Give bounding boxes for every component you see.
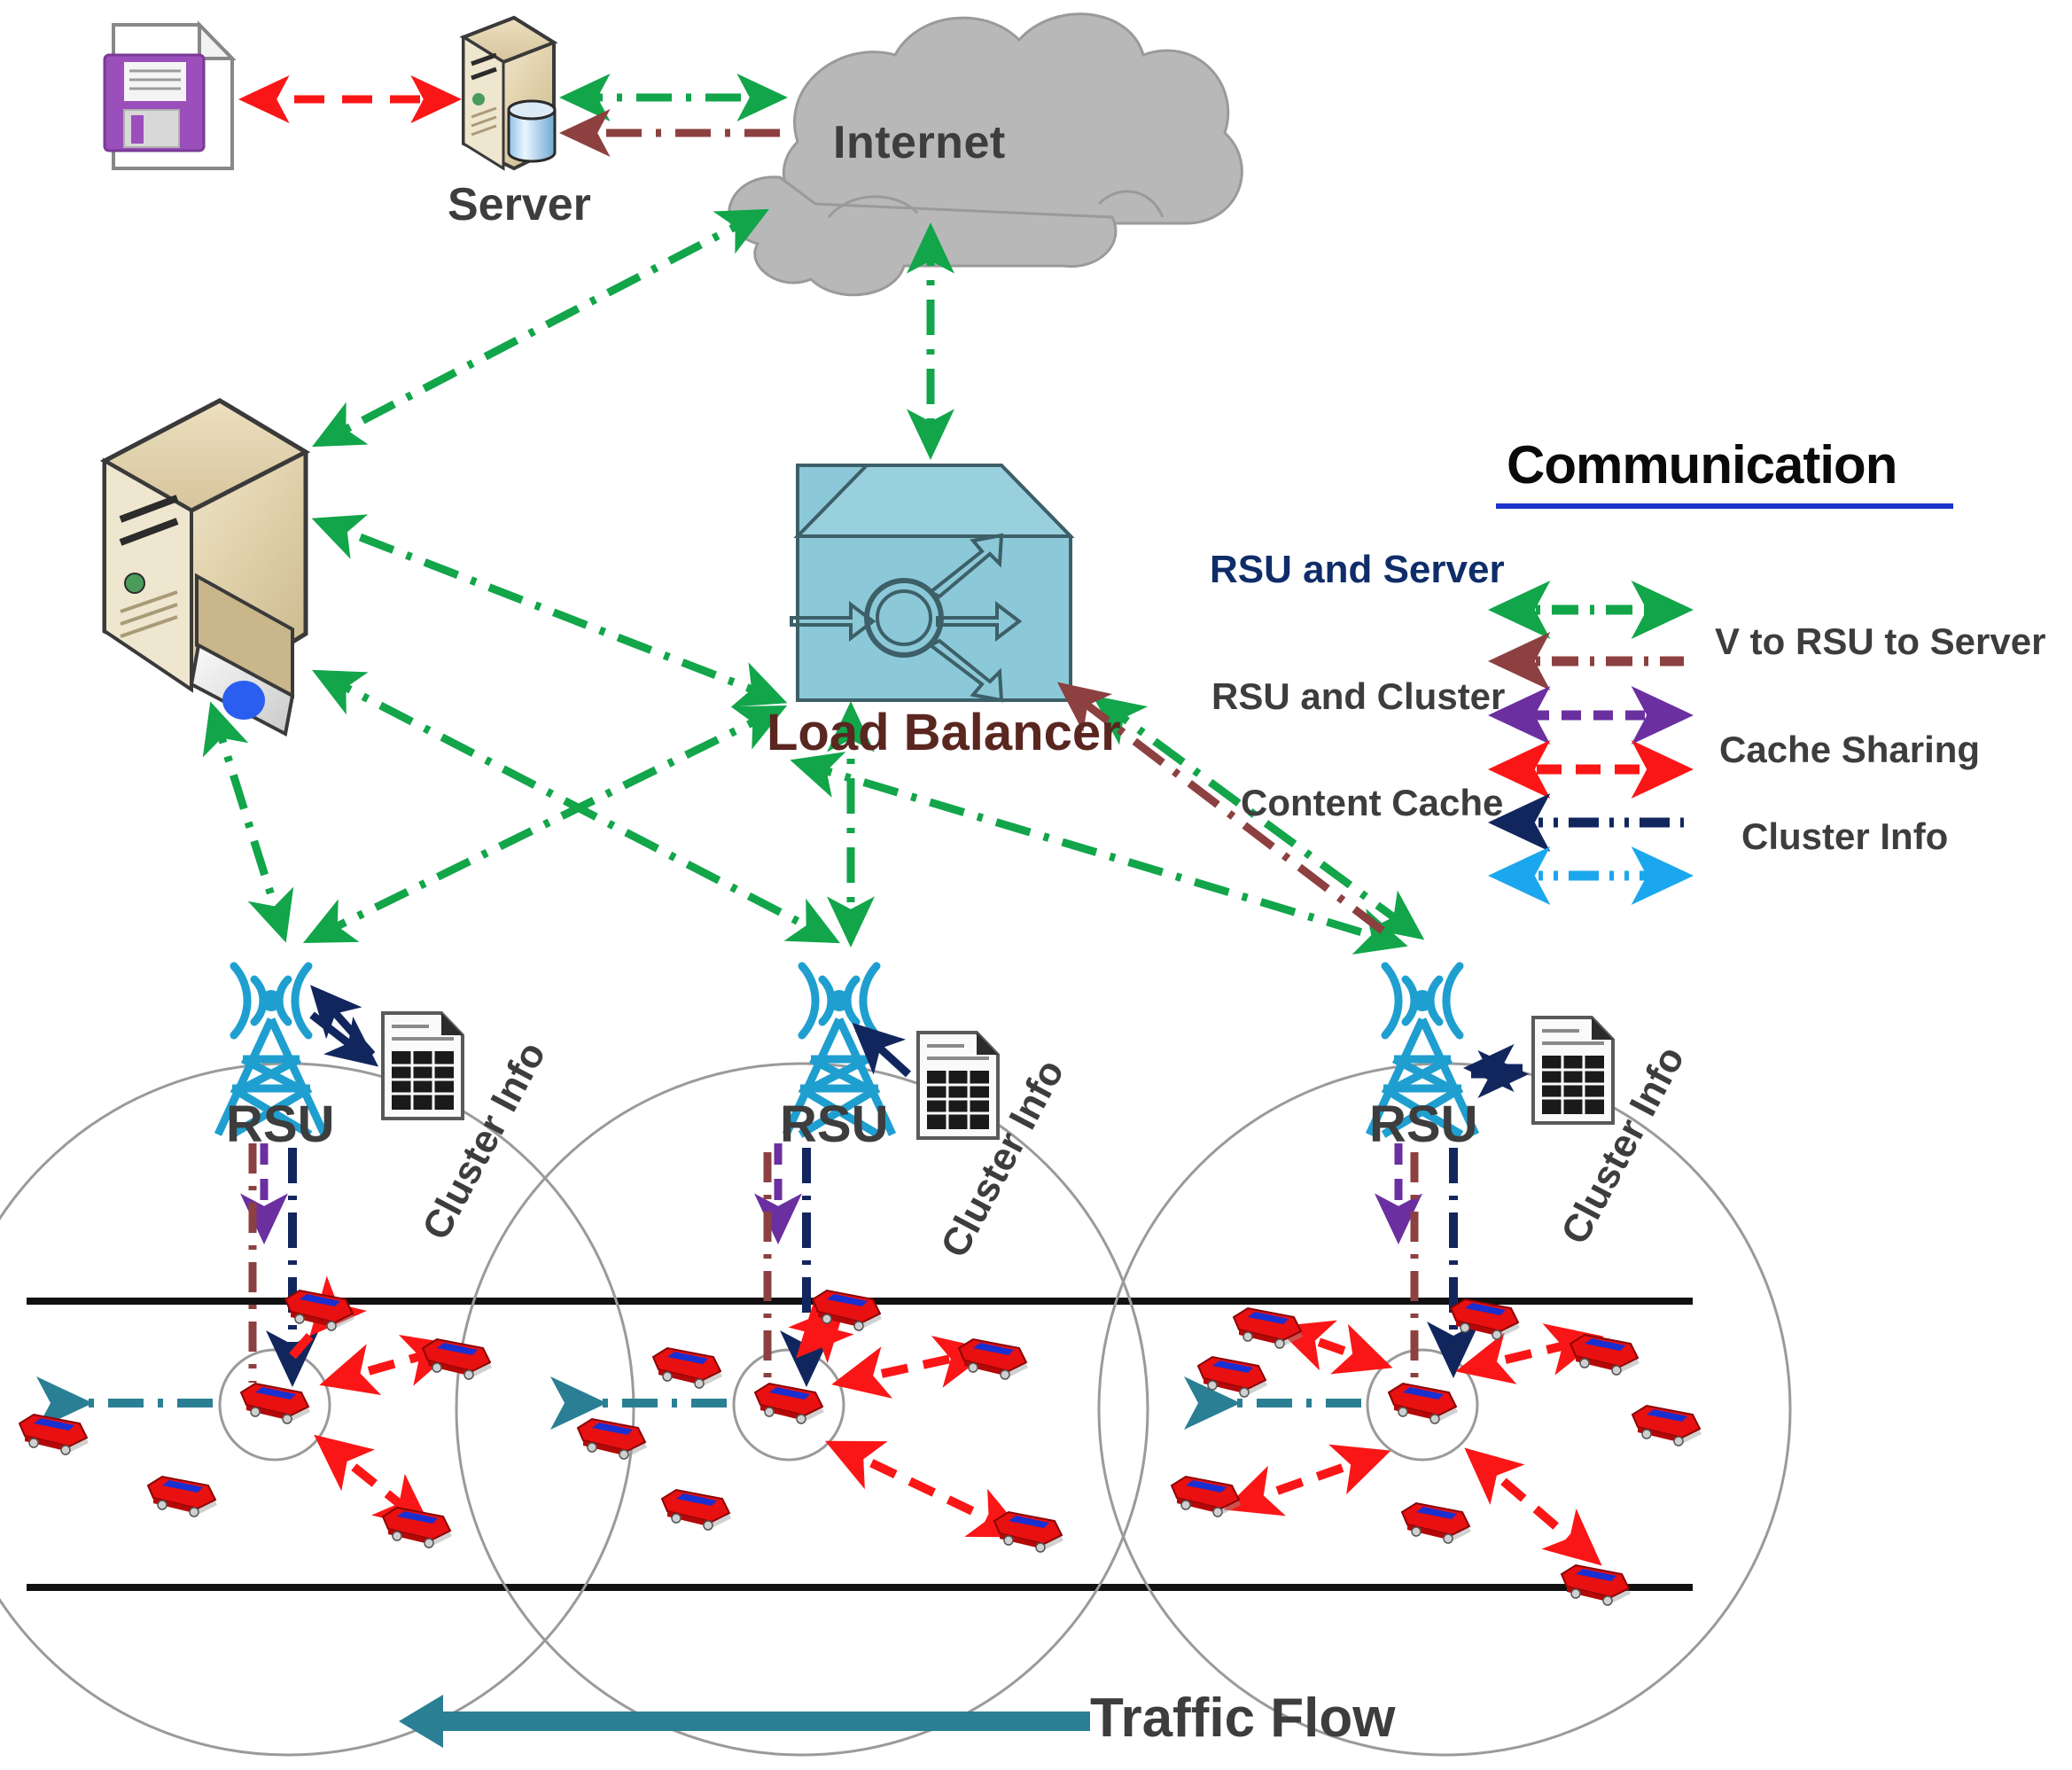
legend-heading-underline — [1496, 503, 1953, 509]
vehicle-3-2 — [1232, 1306, 1303, 1349]
cluster-head-vehicle-3 — [1387, 1382, 1458, 1424]
legend-arrows — [1488, 581, 1694, 905]
vehicle-group — [18, 1289, 1702, 1606]
legend-label-rsu-and-cluster: RSU and Cluster — [1211, 675, 1506, 717]
vehicle-1-5 — [381, 1506, 452, 1548]
link-mainserver-rsu2 — [312, 669, 840, 944]
link-internet-mainserver — [312, 208, 769, 448]
link-loadbalancer-mainserver — [311, 514, 788, 707]
vehicle-3-4 — [1569, 1333, 1640, 1376]
road-lines — [27, 1298, 1693, 1591]
load-balancer-icon — [790, 464, 1075, 703]
vehicle-2-6 — [993, 1510, 1063, 1553]
rsu-label-2: RSU — [780, 1096, 889, 1153]
link-loadbalancer-rsu3-b — [1092, 695, 1425, 940]
vehicle-3-5 — [1631, 1404, 1702, 1446]
internet-cloud-icon — [728, 12, 1243, 297]
v-rsu-server-links — [559, 109, 1385, 934]
vehicle-1-1 — [284, 1289, 354, 1331]
vehicle-3-6 — [1400, 1501, 1471, 1544]
rsu-tower-3-icon[interactable] — [1365, 962, 1480, 1138]
cache-sharing-links — [289, 1275, 1604, 1566]
traffic-flow-arrow — [399, 1695, 1090, 1748]
rsu-label-3: RSU — [1369, 1096, 1478, 1153]
legend-label-content-cache: Content Cache — [1241, 782, 1504, 823]
cluster-head-vehicle-2 — [753, 1382, 824, 1424]
main-server-icon — [99, 398, 311, 737]
cluster-info-doc-1-icon — [381, 1011, 464, 1120]
vehicle-1-2 — [421, 1337, 492, 1380]
rsu-label-1: RSU — [226, 1096, 335, 1153]
vehicle-2-3 — [651, 1346, 722, 1389]
vehicle-1-3 — [18, 1413, 89, 1455]
link-loadbalancer-rsu1 — [302, 705, 788, 944]
vehicle-3-3 — [1196, 1355, 1267, 1398]
rsu1-cluster-links — [240, 1143, 319, 1387]
traffic-flow-label: Traffic Flow — [1090, 1688, 1396, 1749]
internet-label: Internet — [833, 117, 1006, 168]
vehicle-3-7 — [1170, 1475, 1241, 1517]
legend-label-cluster-info: Cluster Info — [1741, 815, 1949, 857]
legend-label-cache-sharing: Cache Sharing — [1719, 729, 1981, 770]
legend-label-v-to-rsu-to-server: V to RSU to Server — [1715, 620, 2046, 662]
load-balancer-label: Load Balancer — [767, 704, 1121, 761]
server-label: Server — [448, 179, 591, 230]
vehicle-3-1 — [1449, 1298, 1520, 1340]
server-tower-icon — [459, 15, 558, 171]
vehicle-2-5 — [660, 1488, 731, 1531]
content-cache-doc-links — [309, 985, 1529, 1098]
vehicle-1-4 — [146, 1475, 217, 1517]
rsu-server-links — [202, 74, 1425, 955]
cluster-head-vehicle-1 — [239, 1382, 310, 1424]
rsu-tower-1-icon[interactable] — [214, 962, 329, 1138]
link-mainserver-rsu1 — [202, 701, 294, 943]
content-storage-icon — [103, 20, 237, 170]
legend-label-rsu-and-server: RSU and Server — [1210, 548, 1505, 591]
vehicle-2-2 — [957, 1337, 1028, 1380]
vehicle-2-4 — [576, 1417, 647, 1460]
rsu3-cluster-links — [1375, 1143, 1480, 1383]
cluster-info-doc-2-icon — [916, 1031, 1000, 1140]
legend-heading: Communication — [1507, 435, 1897, 495]
vehicle-3-8 — [1560, 1563, 1631, 1606]
rsu2-cluster-links — [754, 1143, 833, 1387]
cluster-info-doc-3-icon — [1531, 1016, 1615, 1125]
vehicle-2-1 — [811, 1289, 882, 1331]
